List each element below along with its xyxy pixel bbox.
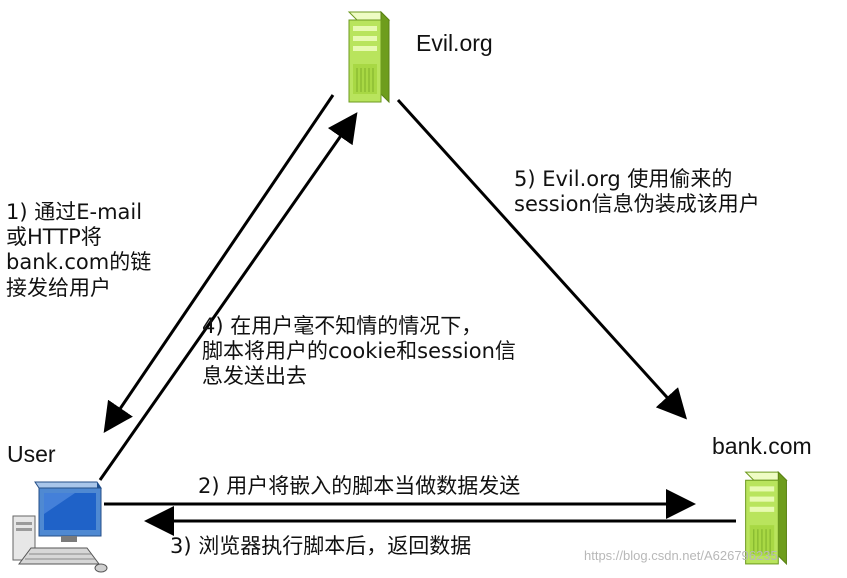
- step-4-line-1: 4) 在用户毫不知情的情况下，: [202, 314, 483, 338]
- step-4-line-2: 脚本将用户的cookie和session信: [202, 339, 516, 364]
- step-2-line-1: 2) 用户将嵌入的脚本当做数据发送: [198, 474, 521, 498]
- arrow-evil-to-bank: [396, 98, 688, 420]
- evil-server-icon: [347, 10, 391, 104]
- user-label: User: [7, 441, 56, 467]
- step-1-line-2: 或HTTP将: [6, 225, 102, 250]
- step-5-label: 5) Evil.org 使用偷来的 session信息伪装成该用户: [514, 167, 760, 217]
- step-3-label: 3) 浏览器执行脚本后，返回数据: [170, 534, 471, 559]
- step-1-line-1: 1) 通过E-mail: [6, 200, 143, 224]
- arrow-user-to-evil: [98, 112, 358, 481]
- step-1-label: 1) 通过E-mail 或HTTP将 bank.com的链 接发给用户: [6, 200, 151, 301]
- evil-org-label: Evil.org: [416, 30, 493, 56]
- arrow-evil-to-user: [103, 94, 335, 433]
- step-1-line-4: 接发给用户: [6, 275, 111, 300]
- bank-server-icon: [744, 470, 788, 566]
- step-1-line-3: bank.com的链: [6, 250, 152, 275]
- step-3-line-1: 3) 浏览器执行脚本后，返回数据: [170, 534, 472, 558]
- step-2-label: 2) 用户将嵌入的脚本当做数据发送: [198, 474, 520, 499]
- bank-com-label: bank.com: [712, 433, 812, 459]
- step-4-label: 4) 在用户毫不知情的情况下， 脚本将用户的cookie和session信 息发…: [202, 314, 516, 390]
- step-5-line-2: session信息伪装成该用户: [514, 192, 760, 217]
- user-computer-icon: [12, 481, 108, 573]
- source-watermark: https://blog.csdn.net/A626796235: [584, 548, 778, 563]
- step-4-line-3: 息发送出去: [202, 364, 307, 389]
- step-5-line-1: 5) Evil.org 使用偷来的: [514, 167, 733, 191]
